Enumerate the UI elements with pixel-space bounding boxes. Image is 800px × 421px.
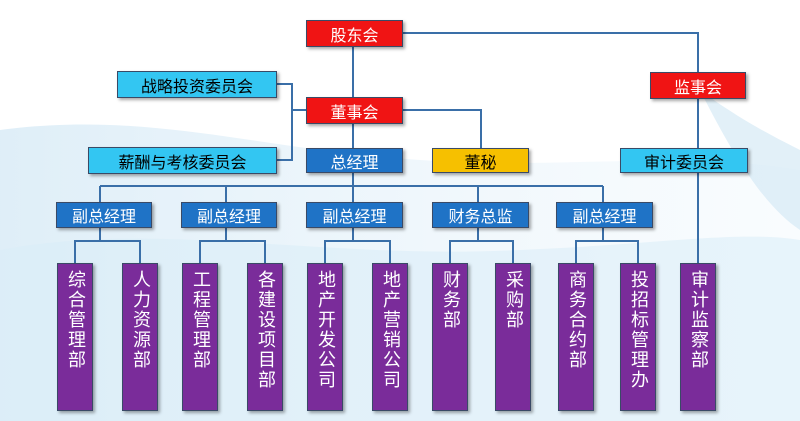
audit-committee-label: 审计委员会 [643, 152, 724, 172]
shareholders-meeting-label: 股东会 [330, 25, 379, 45]
vice-president-label: 副总经理 [322, 207, 387, 226]
vice-president-label: 副总经理 [572, 207, 637, 226]
dept-human-resources: 人力资源部 [122, 263, 158, 411]
dept-general-management: 综合管理部 [57, 263, 93, 411]
dept-human-resources-label: 人力资源部 [130, 270, 151, 370]
dept-construction-projects-label: 各建设项目部 [255, 270, 276, 390]
shareholders-meeting-box: 股东会 [306, 20, 403, 47]
vice-president-box-4: 副总经理 [556, 202, 653, 228]
dept-purchasing: 采购部 [495, 263, 531, 411]
dept-finance: 财务部 [432, 263, 468, 411]
cfo-label: 财务总监 [448, 207, 513, 226]
compensation-committee-label: 薪酬与考核委员会 [118, 152, 247, 172]
dept-construction-projects: 各建设项目部 [247, 263, 283, 411]
dept-audit-supervision: 审计监察部 [680, 263, 716, 411]
board-of-directors-box: 董事会 [306, 97, 403, 124]
vice-president-label: 副总经理 [196, 207, 261, 226]
strategy-committee-label: 战略投资委员会 [140, 76, 253, 96]
dept-realestate-development: 地产开发公司 [307, 263, 343, 411]
dept-realestate-development-label: 地产开发公司 [315, 270, 336, 390]
dept-realestate-marketing-label: 地产营销公司 [380, 270, 401, 390]
board-secretary-box: 董秘 [432, 148, 529, 173]
supervisory-board-box: 监事会 [650, 72, 746, 99]
board-secretary-label: 董秘 [464, 152, 497, 172]
cfo-box: 财务总监 [432, 202, 529, 228]
dept-realestate-marketing: 地产营销公司 [372, 263, 408, 411]
vice-president-box-2: 副总经理 [181, 202, 277, 228]
general-manager-label: 总经理 [330, 152, 379, 172]
dept-engineering-management-label: 工程管理部 [190, 270, 211, 370]
general-manager-box: 总经理 [306, 148, 403, 173]
dept-bidding-office: 投招标管理办 [620, 263, 656, 411]
vice-president-box-3: 副总经理 [306, 202, 403, 228]
vice-president-label: 副总经理 [71, 207, 136, 226]
dept-purchasing-label: 采购部 [503, 270, 524, 330]
vice-president-box-1: 副总经理 [56, 202, 152, 228]
strategy-committee-box: 战略投资委员会 [117, 71, 277, 98]
audit-committee-box: 审计委员会 [620, 148, 748, 173]
dept-bidding-office-label: 投招标管理办 [628, 270, 649, 390]
dept-engineering-management: 工程管理部 [182, 263, 218, 411]
compensation-committee-box: 薪酬与考核委员会 [88, 147, 277, 174]
board-of-directors-label: 董事会 [330, 102, 379, 122]
dept-general-management-label: 综合管理部 [65, 270, 86, 370]
dept-audit-supervision-label: 审计监察部 [688, 270, 709, 370]
supervisory-board-label: 监事会 [673, 77, 722, 97]
dept-business-contracts: 商务合约部 [558, 263, 594, 411]
dept-finance-label: 财务部 [440, 270, 461, 330]
dept-business-contracts-label: 商务合约部 [566, 270, 587, 370]
